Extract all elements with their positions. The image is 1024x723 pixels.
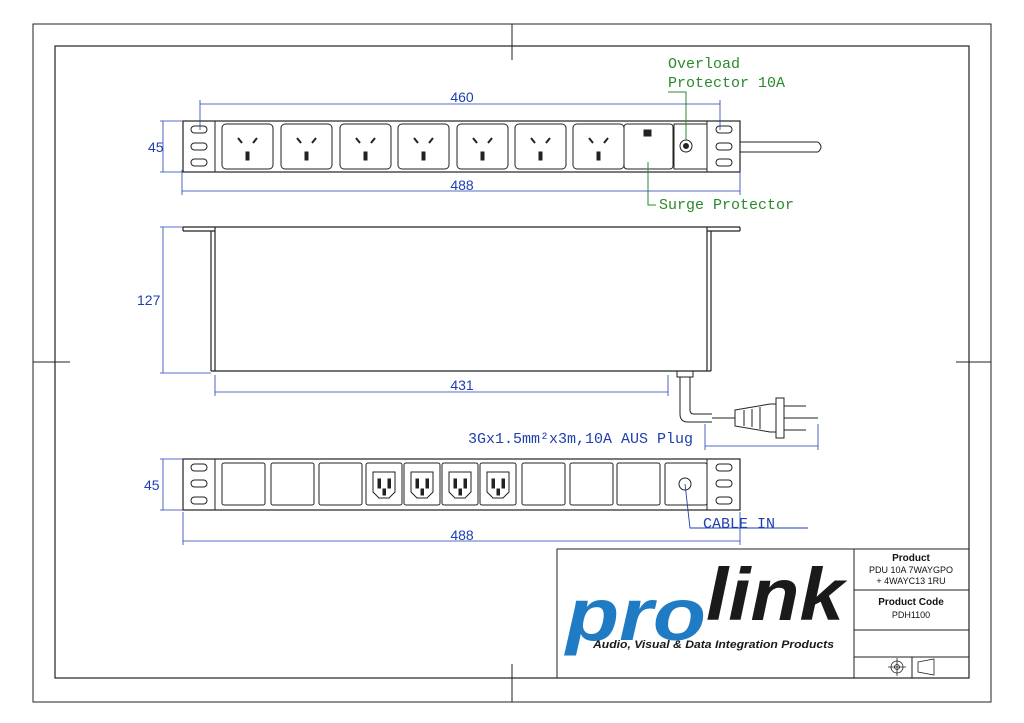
mounting-slots-left (190, 463, 208, 505)
prolink-logo: pro link Audio, Visual & Data Integratio… (564, 553, 849, 656)
c13-outlet (365, 462, 403, 506)
dim-rear-overall: 488 (450, 527, 474, 543)
cable-entry (664, 462, 708, 506)
dim-top-overall: 488 (450, 177, 474, 193)
mounting-slots-right (715, 463, 733, 505)
c13-outlets (365, 462, 517, 506)
blank-panels (221, 462, 661, 506)
dim-side-depth: 431 (450, 377, 474, 393)
logo-word-link: link (706, 553, 848, 636)
product-code-label: Product Code (878, 597, 944, 608)
logo-word-pro: pro (564, 573, 706, 656)
gpo-outlet (456, 123, 509, 170)
rear-view-dimensions (160, 458, 741, 545)
dim-rear-height: 45 (144, 477, 160, 493)
gpo-outlet (397, 123, 450, 170)
side-view-dimensions (160, 226, 819, 450)
side-cable (676, 370, 712, 423)
dim-top-height: 45 (148, 139, 164, 155)
rear-view-pdu (182, 458, 808, 529)
top-view-dimensions (160, 100, 741, 195)
mounting-slots-left (190, 125, 208, 167)
overload-label-line2: Protector 10A (668, 75, 785, 92)
annotation-leaders (647, 91, 687, 206)
side-view-pdu (182, 226, 818, 439)
dim-side-height: 127 (137, 292, 161, 308)
gpo-outlet (514, 123, 567, 170)
overload-label-line1: Overload (668, 56, 740, 73)
projection-symbol-icon (888, 658, 935, 676)
c13-outlet (441, 462, 479, 506)
title-block (556, 548, 970, 679)
logo-tagline: Audio, Visual & Data Integration Product… (592, 639, 834, 651)
drawing-frame (32, 23, 992, 703)
aus-plug (712, 397, 818, 439)
product-name-line2: + 4WAYC13 1RU (876, 576, 945, 586)
product-code-value: PDH1100 (892, 610, 930, 620)
gpo-outlet (339, 123, 392, 170)
c13-outlet (479, 462, 517, 506)
cable-in-label: CABLE IN (703, 516, 775, 533)
dim-top-width: 460 (450, 89, 474, 105)
gpo-outlets (221, 123, 625, 170)
gpo-outlet (280, 123, 333, 170)
product-name-line1: PDU 10A 7WAYGPO (869, 565, 953, 575)
top-view-pdu (182, 91, 822, 206)
mounting-slots-right (715, 125, 733, 167)
c13-outlet (403, 462, 441, 506)
power-cable-stub (740, 141, 822, 153)
cable-spec-label: 3Gx1.5mm²x3m,10A AUS Plug (468, 431, 693, 448)
cable-in-leader (684, 483, 808, 529)
gpo-outlet (221, 123, 274, 170)
product-label: Product (892, 553, 930, 564)
surge-label: Surge Protector (659, 197, 794, 214)
